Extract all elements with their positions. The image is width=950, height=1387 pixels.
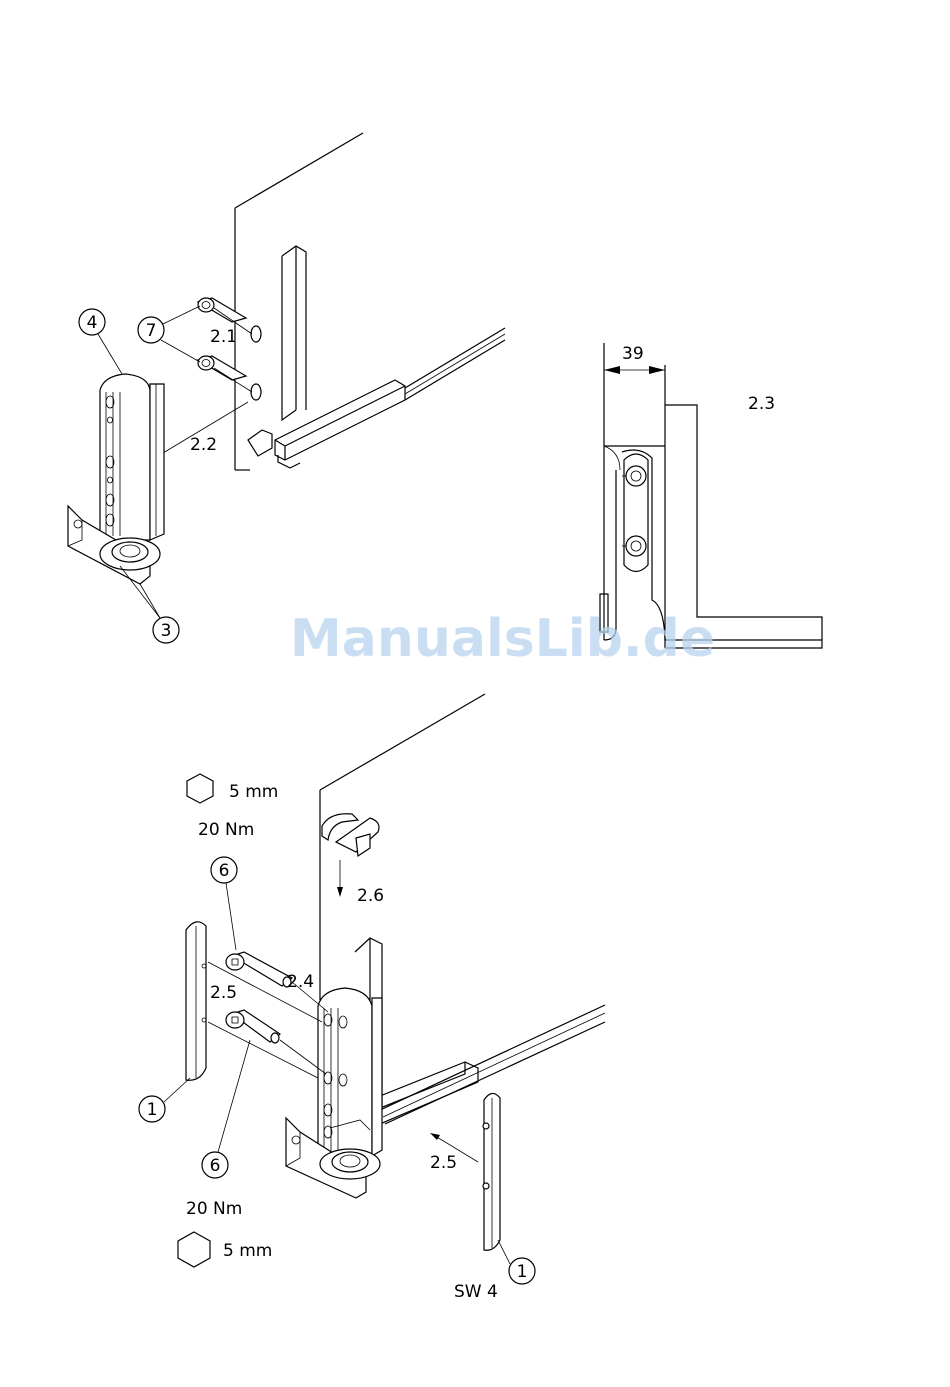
torque-bottom: 20 Nm bbox=[186, 1199, 242, 1219]
step-2-6-label: 2.6 bbox=[357, 886, 384, 906]
svg-text:6: 6 bbox=[210, 1156, 221, 1176]
svg-text:7: 7 bbox=[146, 321, 157, 341]
step-2-5-label-right: 2.5 bbox=[430, 1153, 457, 1173]
cover-cap bbox=[322, 814, 379, 897]
callout-7: 7 bbox=[138, 306, 200, 362]
watermark: ManualsLib.de bbox=[290, 609, 715, 669]
hinge-body-top bbox=[68, 374, 164, 584]
callout-6-bottom: 6 bbox=[202, 1040, 250, 1178]
hinge-body-bottom bbox=[286, 988, 382, 1198]
screw-6-upper bbox=[226, 952, 292, 987]
door-holes-top bbox=[251, 326, 261, 400]
svg-text:4: 4 bbox=[87, 313, 98, 333]
callout-4: 4 bbox=[79, 309, 122, 374]
hex-key-top-icon bbox=[187, 774, 213, 803]
hex-size-top: 5 mm bbox=[229, 782, 278, 802]
svg-text:1: 1 bbox=[147, 1100, 158, 1120]
door-panel-top bbox=[235, 133, 505, 470]
hex-key-bottom-icon bbox=[178, 1232, 210, 1267]
step-2-1-label: 2.1 bbox=[210, 327, 237, 347]
screw-6-lower bbox=[226, 1010, 280, 1043]
hex-size-bottom: 5 mm bbox=[223, 1241, 272, 1261]
callout-1-left: 1 bbox=[139, 1078, 190, 1122]
dimension-view bbox=[600, 343, 822, 648]
torque-top: 20 Nm bbox=[198, 820, 254, 840]
insert-7-upper bbox=[198, 298, 246, 322]
step-2-3-label: 2.3 bbox=[748, 394, 775, 414]
callout-1-right: 1 bbox=[498, 1240, 535, 1284]
dimension-39-label: 39 bbox=[622, 344, 644, 364]
svg-text:3: 3 bbox=[161, 621, 172, 641]
cover-strip-left bbox=[186, 922, 206, 1080]
svg-text:6: 6 bbox=[219, 861, 230, 881]
insert-7-lower bbox=[198, 356, 246, 380]
callout-3: 3 bbox=[120, 566, 179, 643]
wrench-size: SW 4 bbox=[454, 1282, 498, 1302]
step-2-5-label-left: 2.5 bbox=[210, 983, 237, 1003]
step-2-4-label: 2.4 bbox=[287, 972, 314, 992]
step-2-2-label: 2.2 bbox=[190, 435, 217, 455]
svg-text:1: 1 bbox=[517, 1262, 528, 1282]
callout-6-top: 6 bbox=[211, 857, 237, 950]
